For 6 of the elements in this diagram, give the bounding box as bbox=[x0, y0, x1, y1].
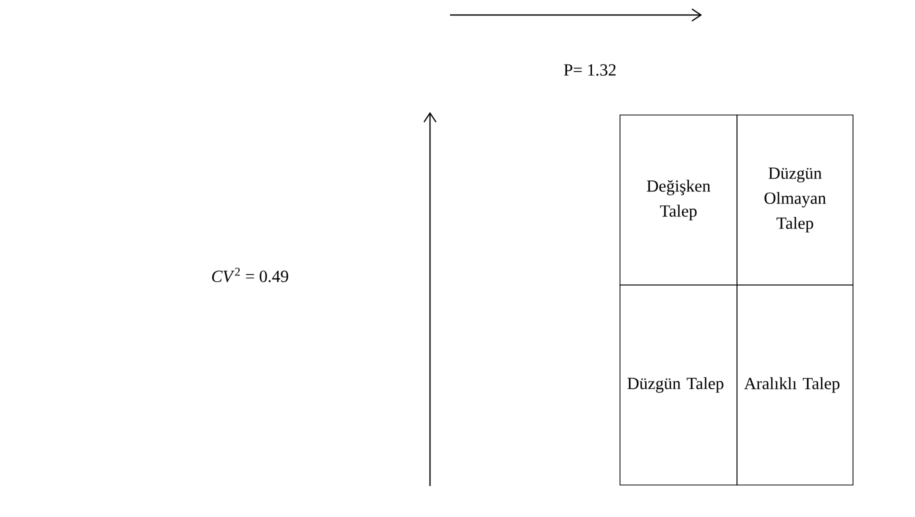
axis-label: CV$^{2}$ = 0.49 bbox=[212, 268, 288, 282]
axis-label: P= 1.32 bbox=[564, 64, 616, 76]
grid-cell: Düzgün Talep bbox=[620, 284, 738, 486]
grid-cell: Aralıklı Talep bbox=[736, 284, 854, 486]
grid-cell: Düzgün Olmayan Talep bbox=[736, 114, 854, 286]
grid-cell: Değişken Talep bbox=[620, 114, 738, 286]
